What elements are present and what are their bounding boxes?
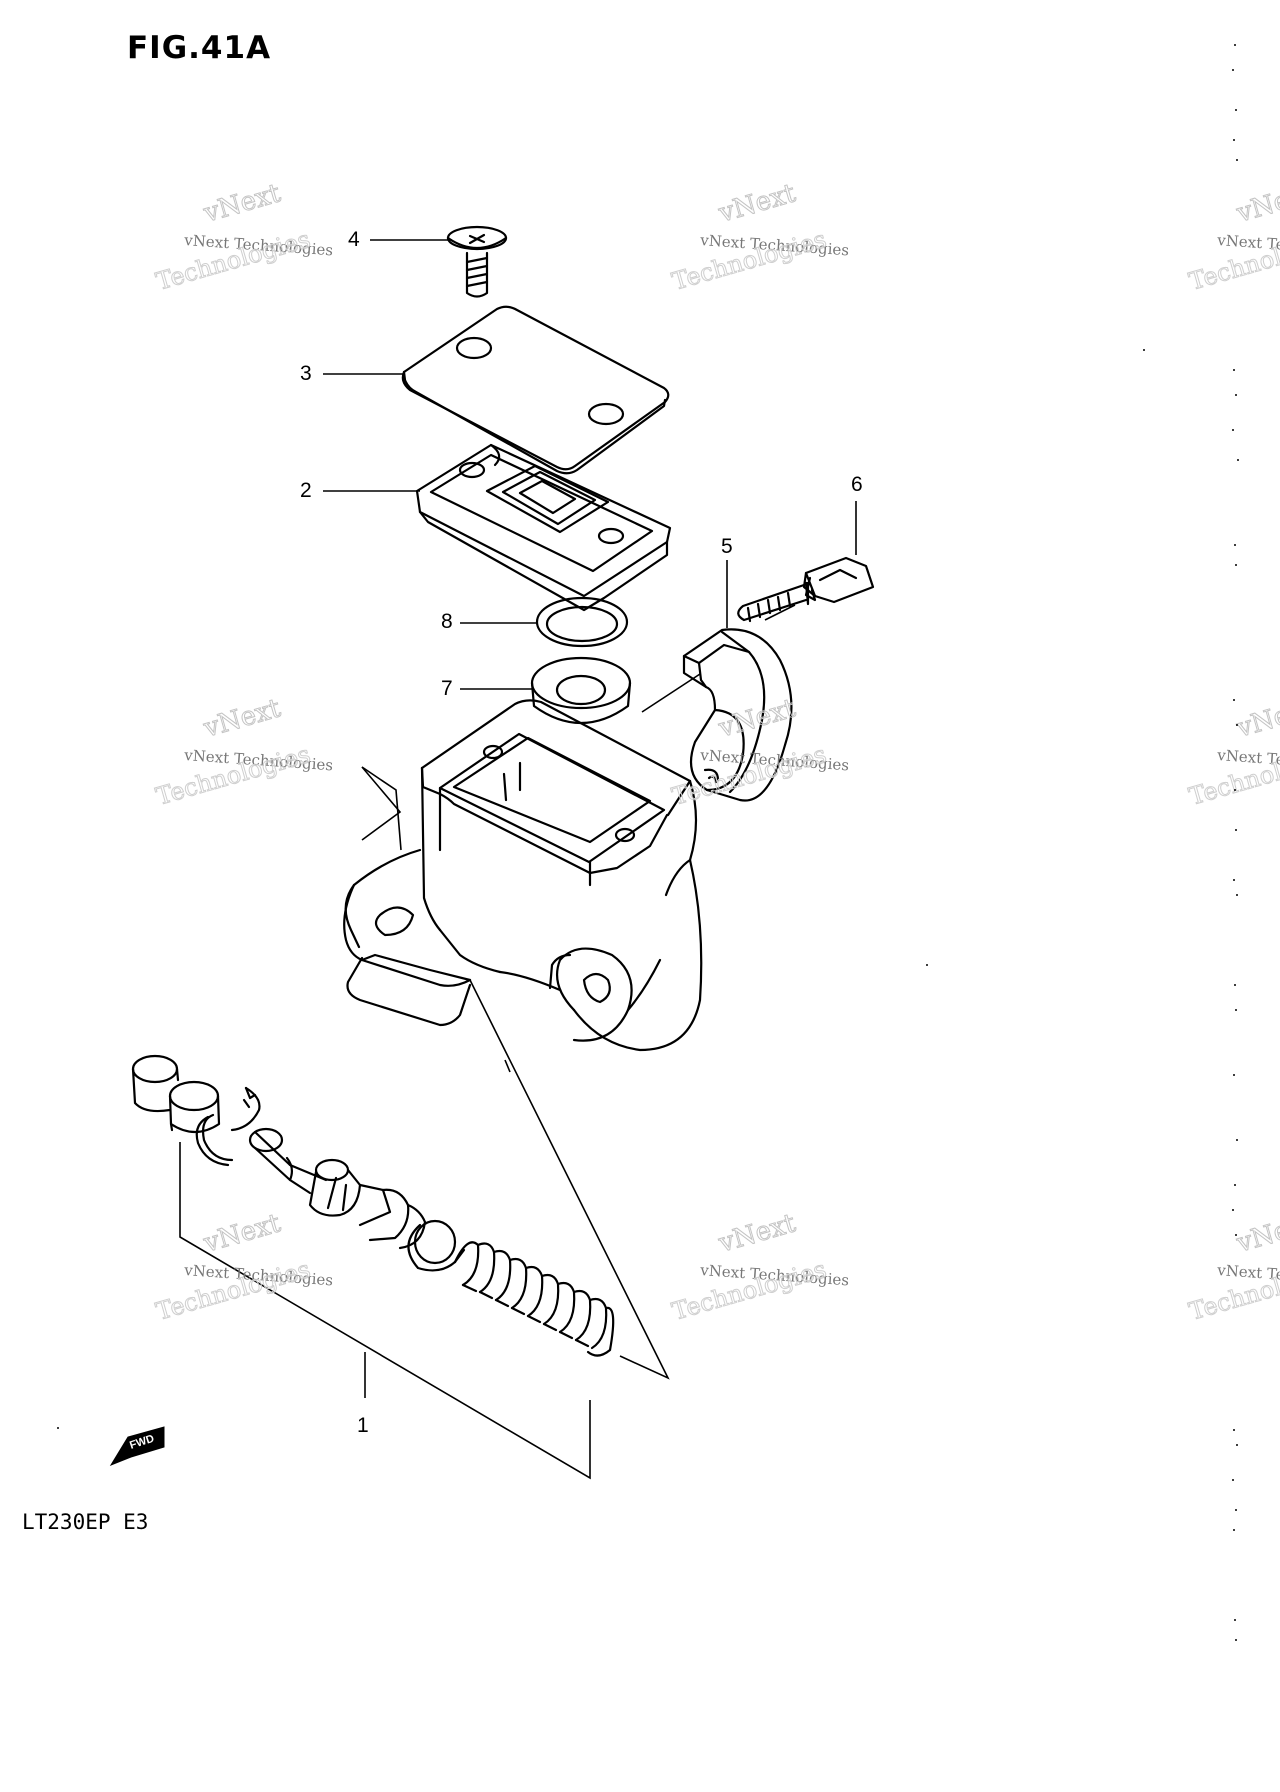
watermark-middle-center: vNext vNext Technologies Technologies — [668, 693, 849, 812]
callouts: 4 3 2 8 7 6 5 1 — [300, 228, 863, 1437]
master-cylinder-body — [343, 699, 703, 1052]
svg-text:vNext: vNext — [1233, 1208, 1280, 1259]
piston — [248, 1127, 427, 1250]
watermark-top-center: vNext vNext Technologies Technologies — [668, 178, 849, 297]
svg-text:vNext: vNext — [200, 178, 285, 229]
callout-1: 1 — [357, 1414, 369, 1437]
callout-8: 8 — [441, 610, 453, 633]
leader-lines — [179, 239, 857, 1480]
part-3-reservoir-cap — [401, 305, 670, 475]
watermark-top-left: vNext vNext Technologies Technologies — [152, 178, 333, 297]
callout-7: 7 — [441, 677, 453, 700]
svg-text:vNext: vNext — [1233, 693, 1280, 744]
spring — [453, 1241, 615, 1357]
piston-cup — [131, 1054, 221, 1134]
watermark-middle-left: vNext vNext Technologies Technologies — [152, 693, 333, 812]
secondary-cup — [407, 1219, 466, 1272]
watermark-group: vNext vNext Technologies Technologies vN… — [152, 178, 1280, 1327]
watermark-middle-right: vNext vNext Technologies Technologies — [1185, 693, 1280, 812]
part-5-clamp-bracket — [682, 628, 793, 802]
scan-noise — [57, 44, 1239, 1641]
callout-3: 3 — [300, 362, 312, 385]
figure-title: FIG.41A — [127, 30, 272, 66]
part-6-bolt — [737, 556, 875, 623]
part-4-screw — [446, 225, 508, 298]
watermark-bottom-center: vNext vNext Technologies Technologies — [668, 1208, 849, 1327]
circlip — [195, 1086, 261, 1167]
model-code: LT230EP E3 — [22, 1510, 149, 1534]
svg-text:vNext: vNext — [1233, 178, 1280, 229]
part-7-grommet — [530, 656, 632, 724]
callout-6: 6 — [851, 473, 863, 496]
callout-5: 5 — [721, 535, 733, 558]
part-8-o-ring — [535, 596, 629, 648]
svg-text:vNext: vNext — [200, 1208, 285, 1259]
callout-2: 2 — [300, 479, 312, 502]
fwd-arrow-icon: FWD — [109, 1426, 165, 1467]
svg-text:vNext: vNext — [200, 693, 285, 744]
watermark-top-right: vNext vNext Technologies Technologies — [1185, 178, 1280, 297]
part-2-plate-diaphragm — [415, 443, 672, 612]
watermark-bottom-right: vNext vNext Technologies Technologies — [1185, 1208, 1280, 1327]
svg-text:vNext: vNext — [715, 178, 800, 229]
callout-4: 4 — [348, 228, 360, 251]
svg-text:vNext: vNext — [715, 1208, 800, 1259]
